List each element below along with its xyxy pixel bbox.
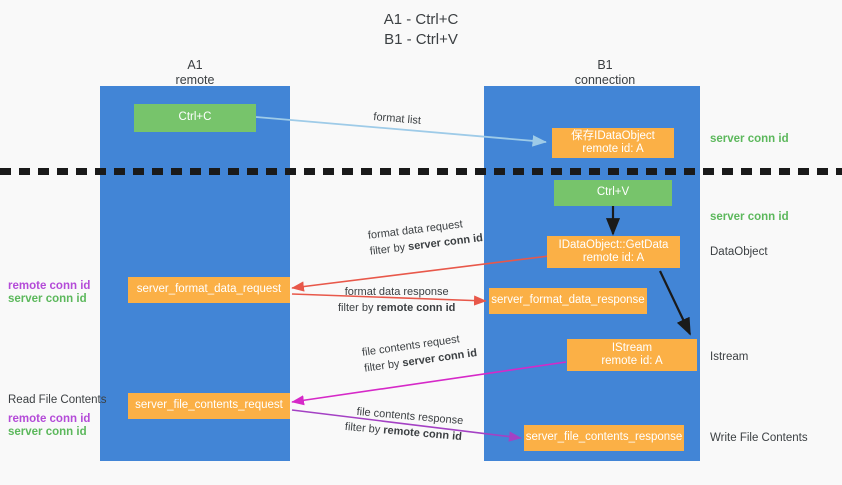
left-label-remote-conn-id-1: remote conn id	[8, 280, 91, 292]
box-server-format-data-response-label: server_format_data_response	[491, 294, 645, 307]
diagram-title: A1 - Ctrl+C B1 - Ctrl+V	[0, 10, 842, 50]
column-a1-sub: remote	[175, 73, 215, 87]
left-label-server-conn-id-1: server conn id	[8, 293, 87, 305]
left-label-server-conn-id-2: server conn id	[8, 426, 87, 438]
right-label-write-file-contents: Write File Contents	[710, 432, 808, 444]
filter-key-remote-conn-id: remote conn id	[376, 302, 456, 314]
column-b1-sub: connection	[574, 73, 636, 87]
box-ctrl-c-label: Ctrl+C	[178, 111, 212, 124]
box-idataobject-getdata-line2: remote id: A	[582, 252, 645, 264]
right-label-server-conn-id-top: server conn id	[710, 133, 789, 145]
box-istream-line2: remote id: A	[601, 355, 663, 367]
filter-prefix: filter by	[369, 241, 409, 258]
box-ctrl-v-label: Ctrl+V	[596, 186, 630, 199]
box-server-format-data-request[interactable]: server_format_data_request	[128, 277, 290, 303]
box-save-idataobject-line2: remote id: A	[582, 143, 644, 155]
box-server-format-data-request-label: server_format_data_request	[136, 283, 282, 296]
edge-label-format-list-text: format list	[372, 110, 422, 127]
box-save-idataobject-line1: 保存IDataObject	[571, 129, 655, 142]
left-label-read-file-contents: Read File Contents	[8, 394, 107, 406]
phase-separator	[0, 168, 842, 175]
edge-label-format-data-request: format data request filter by server con…	[367, 214, 484, 260]
right-label-dataobject: DataObject	[710, 246, 768, 258]
box-idataobject-getdata[interactable]: IDataObject::GetData remote id: A	[547, 236, 680, 268]
box-server-format-data-response[interactable]: server_format_data_response	[489, 288, 647, 314]
title-line-2: B1 - Ctrl+V	[384, 31, 458, 48]
title-line-1: A1 - Ctrl+C	[383, 11, 459, 28]
box-ctrl-c[interactable]: Ctrl+C	[134, 104, 256, 132]
box-server-file-contents-request[interactable]: server_file_contents_request	[128, 393, 290, 419]
filter-key-remote-conn-id: remote conn id	[382, 424, 463, 444]
filter-prefix: filter by	[363, 357, 404, 375]
left-label-remote-conn-id-2: remote conn id	[8, 413, 91, 425]
box-server-file-contents-response[interactable]: server_file_contents_response	[524, 425, 684, 451]
edge-label-file-contents-response: file contents response filter by remote …	[344, 403, 464, 445]
column-a1-name: A1	[187, 58, 203, 72]
edge-label-format-data-response-line1: format data response	[344, 286, 449, 298]
right-label-istream: Istream	[710, 351, 749, 363]
box-ctrl-v[interactable]: Ctrl+V	[554, 180, 672, 206]
filter-prefix: filter by	[344, 420, 384, 437]
box-istream-line1: IStream	[611, 341, 653, 354]
edge-label-format-data-response: format data response filter by remote co…	[338, 284, 455, 316]
column-b1-name: B1	[597, 58, 613, 72]
edge-label-file-contents-request: file contents request filter by server c…	[361, 329, 478, 377]
edge-label-format-list: format list	[373, 110, 422, 129]
column-header-a1: A1 remote	[120, 58, 270, 88]
box-server-file-contents-request-label: server_file_contents_request	[135, 399, 283, 412]
edge-label-format-data-response-filter: filter by remote conn id	[338, 300, 455, 316]
box-save-idataobject[interactable]: 保存IDataObject remote id: A	[552, 128, 674, 158]
right-label-server-conn-id-mid: server conn id	[710, 211, 789, 223]
column-header-b1: B1 connection	[530, 58, 680, 88]
box-server-file-contents-response-label: server_file_contents_response	[525, 431, 683, 444]
filter-prefix: filter by	[338, 302, 377, 314]
box-istream[interactable]: IStream remote id: A	[567, 339, 697, 371]
box-idataobject-getdata-line1: IDataObject::GetData	[558, 238, 669, 251]
